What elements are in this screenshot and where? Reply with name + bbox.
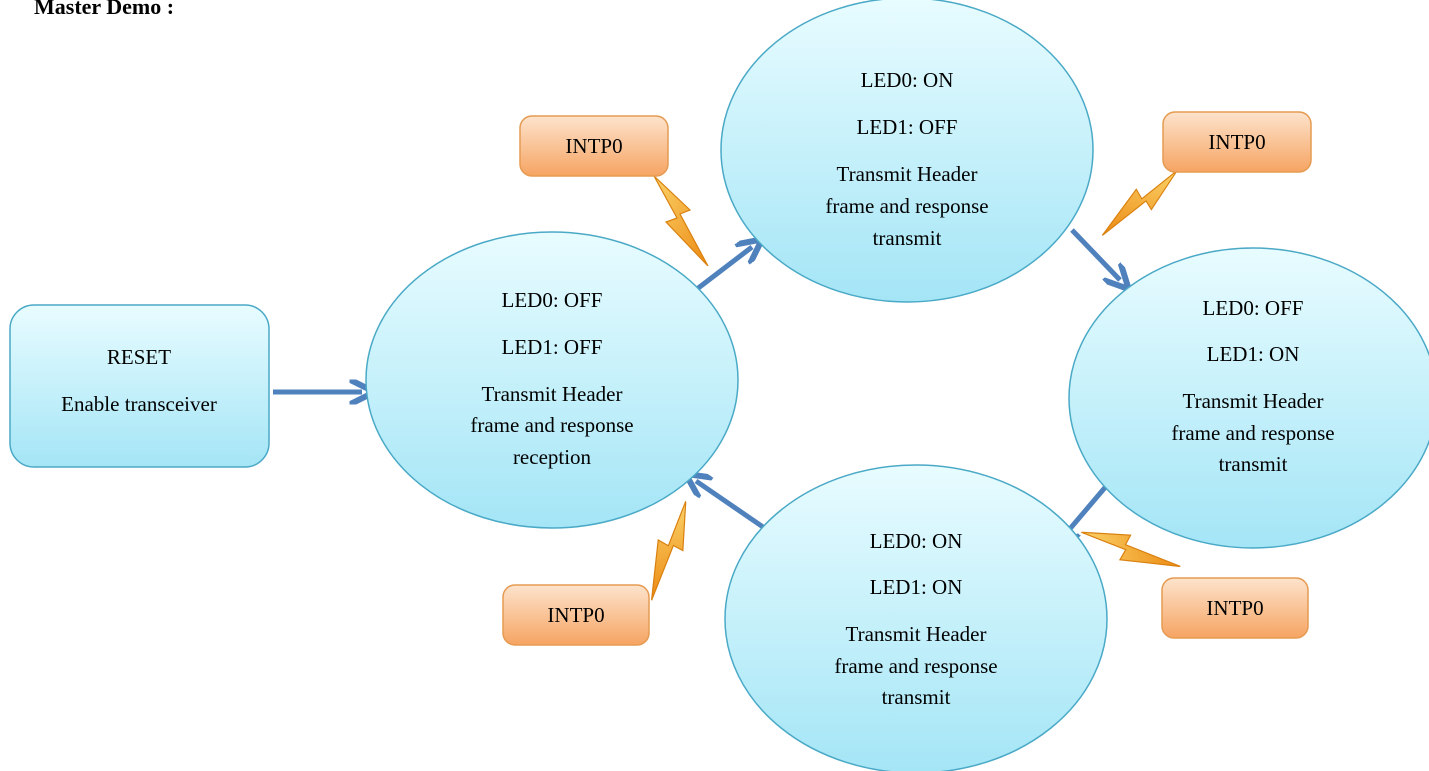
reset-label: RESET <box>107 345 171 369</box>
state-desc-line: transmit <box>873 226 942 250</box>
lightning-icon <box>1092 169 1187 237</box>
state-desc-line: frame and response <box>834 654 997 678</box>
state-led0: LED0: OFF <box>1203 296 1304 320</box>
interrupt-label: INTP0 <box>1206 596 1263 620</box>
state-desc-line: frame and response <box>1171 421 1334 445</box>
state-desc-line: frame and response <box>470 413 633 437</box>
arrow-top-to-right <box>1070 228 1120 280</box>
arrow-bottom-to-initial <box>696 481 765 530</box>
state-desc-line: Transmit Header <box>846 622 987 646</box>
state-led1: LED1: OFF <box>502 335 603 359</box>
interrupt-box-top-left: INTP0 <box>519 115 669 177</box>
state-desc-line: Transmit Header <box>1183 389 1324 413</box>
interrupt-label: INTP0 <box>547 603 604 627</box>
state-led-off-off: LED0: OFF LED1: OFF Transmit Header fram… <box>365 231 739 529</box>
reset-description: Enable transceiver <box>61 392 217 416</box>
lightning-icon <box>653 176 709 266</box>
state-led0: LED0: OFF <box>502 288 603 312</box>
interrupt-label: INTP0 <box>565 134 622 158</box>
state-desc-line: reception <box>513 445 592 469</box>
state-led-on-off: LED0: ON LED1: OFF Transmit Header frame… <box>720 0 1094 303</box>
state-led1: LED1: ON <box>870 575 963 599</box>
state-desc-line: frame and response <box>825 194 988 218</box>
page-title: Master Demo : <box>34 0 175 19</box>
state-desc-line: transmit <box>1219 452 1288 476</box>
interrupt-box-top-right: INTP0 <box>1162 111 1312 173</box>
state-led0: LED0: ON <box>870 529 963 553</box>
state-desc-line: Transmit Header <box>837 162 978 186</box>
state-desc-line: transmit <box>882 685 951 709</box>
arrow-initial-to-top <box>695 247 752 291</box>
interrupt-label: INTP0 <box>1208 130 1265 154</box>
reset-box: RESET Enable transceiver <box>9 304 270 468</box>
state-led1: LED1: OFF <box>857 115 958 139</box>
state-led0: LED0: ON <box>861 68 954 92</box>
interrupt-box-bottom-left: INTP0 <box>502 584 650 646</box>
state-desc-line: Transmit Header <box>482 382 623 406</box>
state-led1: LED1: ON <box>1207 342 1300 366</box>
state-led-off-on: LED0: OFF LED1: ON Transmit Header frame… <box>1068 247 1429 549</box>
interrupt-box-bottom-right: INTP0 <box>1161 577 1309 639</box>
state-led-on-on: LED0: ON LED1: ON Transmit Header frame … <box>724 464 1108 771</box>
